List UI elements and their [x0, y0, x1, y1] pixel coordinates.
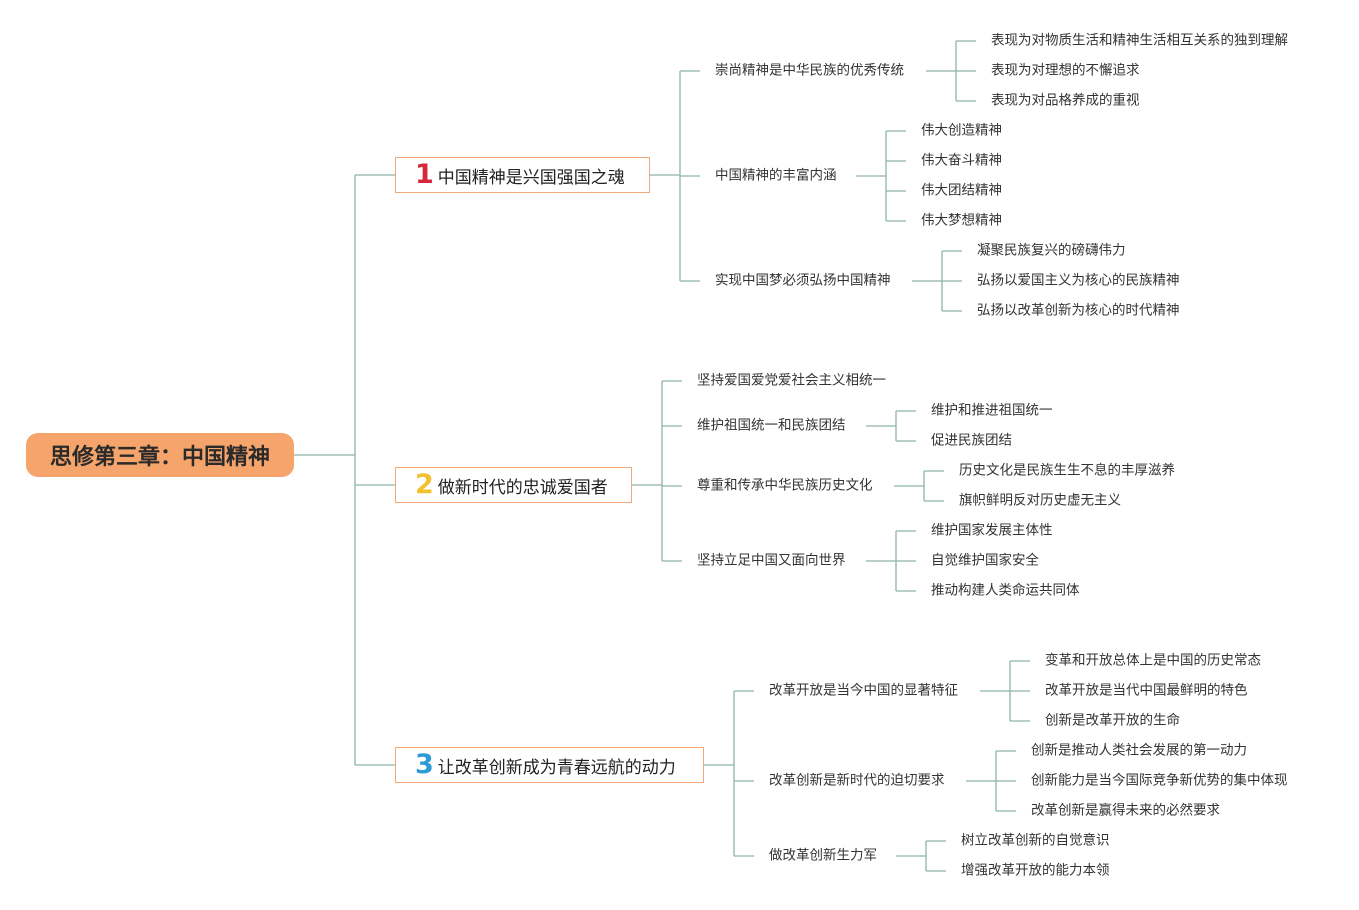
point-node[interactable]: 旗帜鲜明反对历史虚无主义: [959, 492, 1121, 509]
section-2-node[interactable]: 2 做新时代的忠诚爱国者: [395, 467, 632, 503]
point-node[interactable]: 弘扬以爱国主义为核心的民族精神: [977, 272, 1180, 289]
point-node[interactable]: 自觉维护国家安全: [931, 552, 1039, 569]
point-node[interactable]: 伟大奋斗精神: [921, 152, 1002, 169]
point-node[interactable]: 维护和推进祖国统一: [931, 402, 1053, 419]
point-node[interactable]: 维护国家发展主体性: [931, 522, 1053, 539]
section-3-node[interactable]: 3 让改革创新成为青春远航的动力: [395, 747, 704, 783]
topic-node[interactable]: 坚持爱国爱党爱社会主义相统一: [697, 372, 886, 389]
point-node[interactable]: 创新是推动人类社会发展的第一动力: [1031, 742, 1247, 759]
point-node[interactable]: 变革和开放总体上是中国的历史常态: [1045, 652, 1261, 669]
point-node[interactable]: 推动构建人类命运共同体: [931, 582, 1080, 599]
point-node[interactable]: 表现为对品格养成的重视: [991, 92, 1140, 109]
point-node[interactable]: 历史文化是民族生生不息的丰厚滋养: [959, 462, 1175, 479]
topic-node[interactable]: 坚持立足中国又面向世界: [697, 552, 846, 569]
point-node[interactable]: 促进民族团结: [931, 432, 1012, 449]
topic-node[interactable]: 崇尚精神是中华民族的优秀传统: [715, 62, 904, 79]
section-1-node[interactable]: 1 中国精神是兴国强国之魂: [395, 157, 650, 193]
topic-node[interactable]: 尊重和传承中华民族历史文化: [697, 477, 873, 494]
topic-node[interactable]: 中国精神的丰富内涵: [715, 167, 837, 184]
point-node[interactable]: 弘扬以改革创新为核心的时代精神: [977, 302, 1180, 319]
topic-node[interactable]: 做改革创新生力军: [769, 847, 877, 864]
section-1-title: 中国精神是兴国强国之魂: [437, 167, 625, 188]
point-node[interactable]: 凝聚民族复兴的磅礴伟力: [977, 242, 1126, 259]
topic-node[interactable]: 改革创新是新时代的迫切要求: [769, 772, 945, 789]
topic-node[interactable]: 维护祖国统一和民族团结: [697, 417, 846, 434]
topic-node[interactable]: 实现中国梦必须弘扬中国精神: [715, 272, 891, 289]
point-node[interactable]: 伟大创造精神: [921, 122, 1002, 139]
section-2-title: 做新时代的忠诚爱国者: [437, 477, 608, 498]
point-node[interactable]: 改革创新是赢得未来的必然要求: [1031, 802, 1220, 819]
section-3-title: 让改革创新成为青春远航的动力: [437, 757, 676, 778]
section-1-number: 1: [415, 158, 434, 190]
point-node[interactable]: 增强改革开放的能力本领: [961, 862, 1110, 879]
topic-node[interactable]: 改革开放是当今中国的显著特征: [769, 682, 958, 699]
point-node[interactable]: 表现为对物质生活和精神生活相互关系的独到理解: [991, 32, 1288, 49]
point-node[interactable]: 树立改革创新的自觉意识: [961, 832, 1110, 849]
root-title: 思修第三章：中国精神: [49, 445, 270, 470]
point-node[interactable]: 伟大团结精神: [921, 182, 1002, 199]
point-node[interactable]: 创新是改革开放的生命: [1045, 712, 1180, 729]
section-3-number: 3: [415, 748, 434, 780]
point-node[interactable]: 伟大梦想精神: [921, 212, 1002, 229]
point-node[interactable]: 表现为对理想的不懈追求: [991, 62, 1140, 79]
section-2-number: 2: [415, 468, 434, 500]
point-node[interactable]: 创新能力是当今国际竞争新优势的集中体现: [1031, 772, 1288, 789]
root-node[interactable]: 思修第三章：中国精神: [26, 433, 294, 477]
point-node[interactable]: 改革开放是当代中国最鲜明的特色: [1045, 682, 1248, 699]
